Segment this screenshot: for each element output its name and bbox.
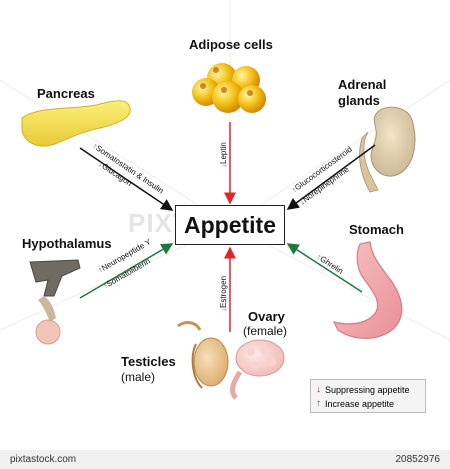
legend-increase-row: ↑ Increase appetite: [316, 397, 420, 411]
adrenal-glands-title-line2: glands: [338, 93, 380, 108]
label-estrogen: ↓Estrogen: [219, 276, 228, 312]
ovary-title: Ovary: [248, 309, 285, 324]
appetite-center-box: Appetite: [175, 205, 285, 245]
arrow-from-stomach: [286, 243, 363, 293]
hypothalamus-illustration: [29, 259, 81, 345]
testicles-illustration: [177, 321, 229, 389]
legend-suppressing-row: ↓ Suppressing appetite: [316, 383, 420, 397]
testicles-subtitle: (male): [121, 370, 156, 384]
arrow-from-hypothalamus: [79, 243, 174, 299]
footer-site: pixtastock.com: [10, 454, 77, 465]
adrenal-gland-illustration: [359, 106, 416, 193]
appetite-label: Appetite: [184, 211, 276, 238]
arrow-from-pancreas: [79, 147, 174, 211]
adrenal-glands-title-line1: Adrenal: [338, 77, 387, 92]
pancreas-illustration: [21, 100, 131, 147]
ovary-illustration: [230, 339, 285, 400]
label-leptin: ↓Leptin: [219, 142, 228, 168]
footer-bar: pixtastock.com 20852976: [0, 450, 450, 469]
arrow-from-adrenal: [286, 144, 376, 210]
stomach-title: Stomach: [349, 222, 404, 237]
footer-image-id: 20852976: [395, 454, 441, 465]
legend: ↓ Suppressing appetite ↑ Increase appeti…: [310, 379, 426, 413]
adipose-cells-illustration: [192, 63, 266, 113]
testicles-title: Testicles: [121, 354, 176, 369]
legend-suppressing-label: Suppressing appetite: [325, 385, 410, 395]
stomach-illustration: [332, 241, 403, 339]
up-arrow-icon: ↑: [316, 398, 321, 409]
ovary-subtitle: (female): [243, 324, 288, 338]
down-arrow-icon: ↓: [316, 384, 321, 395]
hypothalamus-title: Hypothalamus: [22, 236, 112, 251]
adipose-cells-title: Adipose cells: [189, 37, 273, 52]
legend-increase-label: Increase appetite: [325, 399, 395, 409]
pancreas-title: Pancreas: [37, 86, 95, 101]
